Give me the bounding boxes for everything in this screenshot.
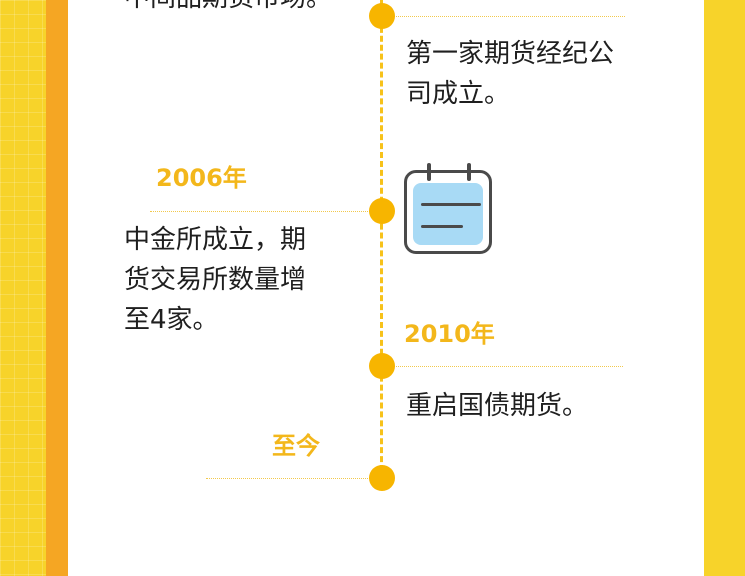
timeline-year: 2010年 [404, 320, 495, 348]
text-line: 第一家期货经纪公 [406, 39, 615, 69]
timeline-entry-text: 重启国债期货。 [406, 386, 588, 426]
calendar-line [421, 225, 463, 228]
timeline-connector [206, 478, 370, 479]
text-line: 货交易所数量增 [124, 265, 307, 295]
right-background-strip [704, 0, 745, 576]
timeline-entry-text: 第一家期货经纪公 司成立。 [406, 34, 614, 114]
calendar-icon [404, 163, 492, 254]
left-accent-stripe [46, 0, 68, 576]
calendar-page [413, 183, 483, 245]
text-line: 重启国债期货。 [406, 391, 589, 421]
timeline-dot [369, 3, 395, 29]
text-line: 司成立。 [406, 79, 511, 109]
timeline-year: 2006年 [156, 164, 247, 192]
timeline-entry-text: 中金所成立，期 货交易所数量增 至4家。 [124, 220, 306, 340]
calendar-line [421, 203, 481, 206]
timeline-dot [369, 465, 395, 491]
timeline-axis [380, 0, 383, 480]
timeline-dot [369, 198, 395, 224]
timeline-connector [393, 16, 625, 17]
text-line: 至4家。 [124, 305, 219, 335]
timeline-year: 至今 [272, 432, 320, 460]
timeline-dot [369, 353, 395, 379]
calendar-ring [427, 163, 431, 181]
timeline-top-partial-text: 中间品期货市场。 [124, 0, 332, 18]
calendar-ring [467, 163, 471, 181]
timeline-connector [150, 211, 370, 212]
text-line: 中金所成立，期 [124, 225, 307, 255]
timeline-connector [393, 366, 623, 367]
